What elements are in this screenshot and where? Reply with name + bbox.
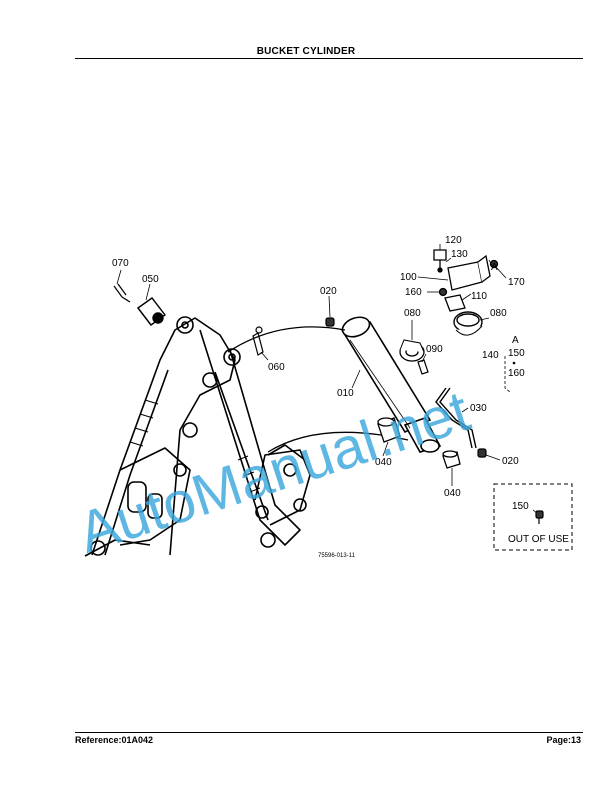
pin-060-part	[252, 326, 264, 356]
part-label-160-b: 160	[405, 287, 422, 298]
boom-arm-structure	[84, 316, 311, 557]
bushing-040-part-b	[442, 450, 461, 469]
pin-050-part	[137, 297, 166, 326]
page-number: Page:13	[546, 735, 581, 745]
leader-lines	[116, 244, 539, 515]
page-title: BUCKET CYLINDER	[256, 46, 356, 57]
bolt-070-part	[113, 283, 131, 303]
part-label-140: 140	[482, 350, 499, 361]
part-label-100: 100	[400, 272, 417, 283]
part-label-150-b: 150	[512, 501, 529, 512]
part-label-040-a: 040	[375, 457, 392, 468]
seal-090-part	[417, 359, 429, 375]
part-label-170: 170	[508, 277, 525, 288]
out-of-use-box	[493, 483, 573, 551]
part-label-060: 060	[268, 362, 285, 373]
part-label-090: 090	[426, 344, 443, 355]
out-of-use-label: OUT OF USE	[508, 534, 569, 545]
figure-code: 75596-013-11	[318, 553, 356, 559]
footer-rule	[75, 732, 583, 733]
pipe-030-part	[435, 387, 477, 449]
reference-label-a-upper: A	[491, 262, 498, 273]
ring-080-part-b	[453, 311, 483, 336]
part-label-040-b: 040	[444, 488, 461, 499]
part-label-080-a: 080	[404, 308, 421, 319]
part-label-130: 130	[451, 249, 468, 260]
part-label-150-a: 150	[508, 348, 525, 359]
part-label-010: 010	[337, 388, 354, 399]
part-label-160-a: 160	[508, 368, 525, 379]
seal-080-part-a	[399, 339, 425, 362]
bracket-assembly	[433, 249, 499, 312]
part-label-080-b: 080	[490, 308, 507, 319]
part-label-070: 070	[112, 258, 129, 269]
bucket-cylinder-010	[340, 316, 442, 453]
part-label-020-top: 020	[320, 286, 337, 297]
bolt-150-part	[535, 510, 544, 524]
part-label-110: 110	[471, 291, 487, 302]
bushing-040-part-a	[377, 417, 401, 443]
part-label-030: 030	[470, 403, 487, 414]
separator-dot	[512, 361, 516, 365]
grease-fitting-020-top	[325, 317, 335, 327]
part-label-050: 050	[142, 274, 159, 285]
header-rule	[75, 58, 583, 59]
reference-label-a-lower: A	[512, 335, 519, 346]
grease-fitting-020-bottom	[477, 448, 487, 458]
part-label-020-bottom: 020	[502, 456, 519, 467]
part-label-120: 120	[445, 235, 462, 246]
reference-number: Reference:01A042	[75, 735, 154, 745]
